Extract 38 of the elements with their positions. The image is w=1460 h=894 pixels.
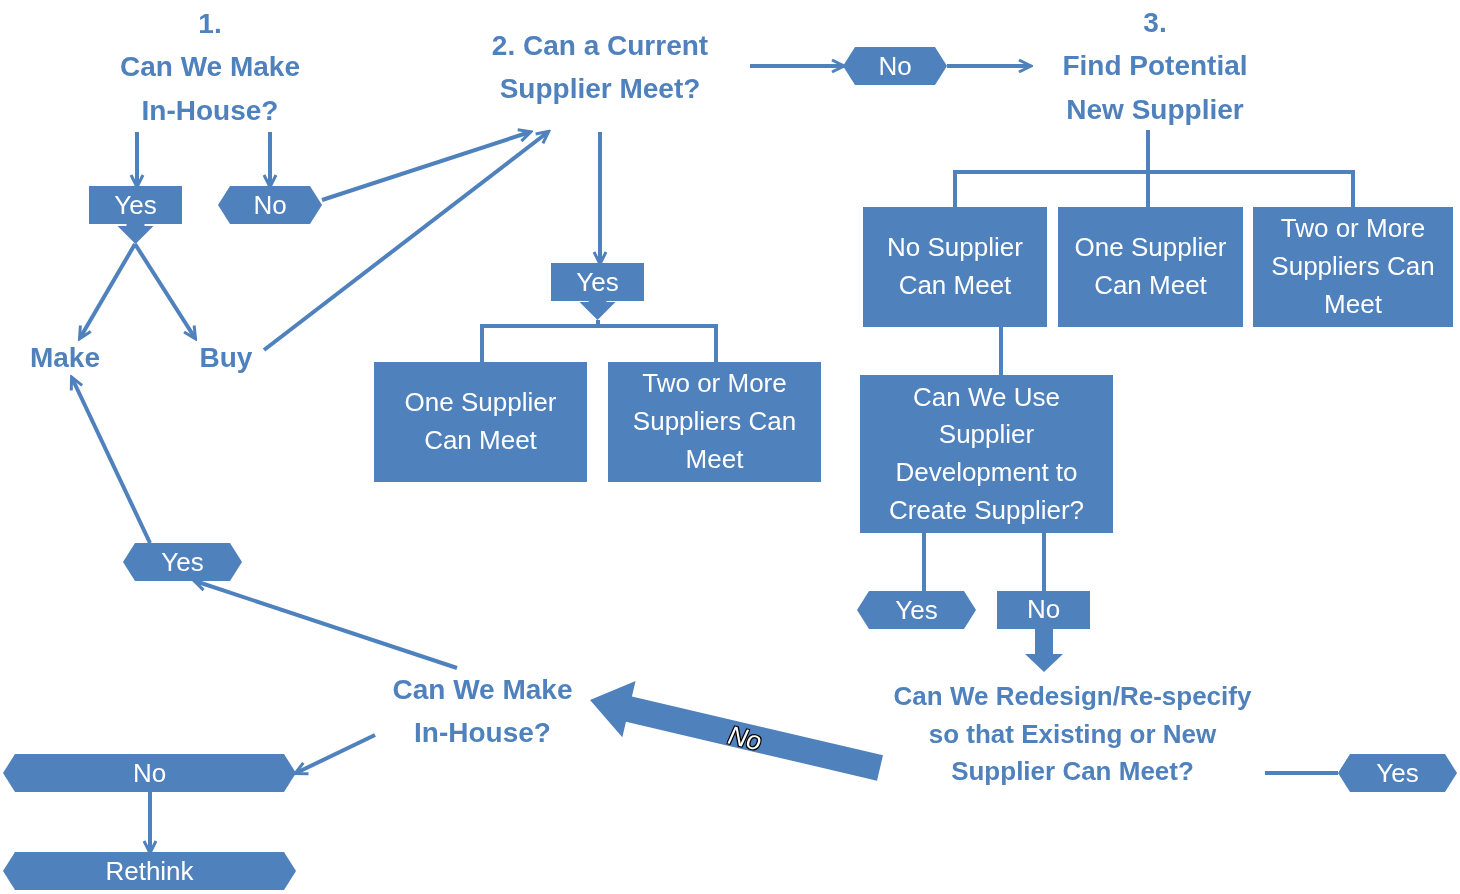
question-text: Can We Make In-House? — [119, 50, 301, 128]
option-box: One Supplier Can Meet — [374, 362, 587, 482]
arrow — [69, 375, 152, 544]
arrow — [750, 58, 846, 74]
answer-hexagon: No — [843, 47, 947, 85]
option-box: No — [997, 591, 1090, 629]
arrow — [133, 242, 198, 341]
arrow — [947, 58, 1033, 74]
option-box: One Supplier Can Meet — [1058, 207, 1243, 327]
arrow — [262, 132, 278, 189]
question-text: Find Potential New Supplier — [1061, 49, 1249, 127]
arrow — [321, 128, 533, 202]
block-arrow — [590, 680, 883, 781]
question-text: Buy — [188, 338, 264, 378]
step-number: 3. — [1143, 5, 1167, 40]
edge-label: No — [725, 721, 765, 755]
arrow — [592, 132, 608, 266]
arrow — [129, 132, 145, 189]
answer-hexagon: Rethink — [3, 852, 296, 890]
arrow — [142, 792, 158, 855]
answer-hexagon: No — [218, 186, 322, 224]
question-text: 2. Can a Current Supplier Meet? — [450, 2, 750, 132]
option-box: Two or More Suppliers Can Meet — [608, 362, 821, 482]
answer-hexagon: Yes — [1338, 754, 1457, 792]
option-box: No Supplier Can Meet — [863, 207, 1047, 327]
option-box: Can We Use Supplier Development to Create Supplier? — [860, 375, 1113, 533]
answer-hexagon: Yes — [857, 591, 976, 629]
answer-hexagon: No — [3, 754, 296, 792]
arrow — [293, 733, 376, 776]
arrow — [262, 129, 551, 352]
question-text: Can We Make In-House? — [375, 668, 590, 754]
step-number: 1. — [198, 6, 222, 41]
option-box: Two or More Suppliers Can Meet — [1253, 207, 1453, 327]
question-text: Can We Redesign/Re-specify so that Existing or New Supplier Can Meet? — [880, 672, 1265, 865]
question-text: Make — [15, 338, 115, 378]
arrow — [78, 243, 137, 341]
answer-hexagon: Yes — [123, 543, 242, 581]
block-arrow — [1025, 629, 1063, 672]
